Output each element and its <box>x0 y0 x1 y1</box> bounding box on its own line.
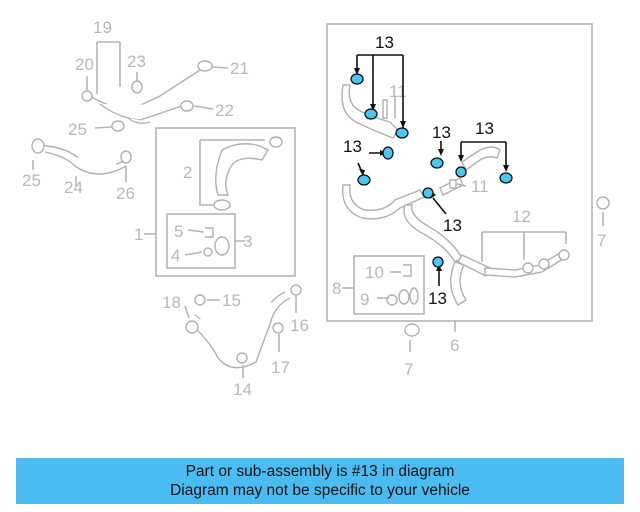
clamp-13-c <box>395 127 409 139</box>
callout-3: 3 <box>243 232 252 251</box>
callout-4: 4 <box>171 246 180 265</box>
clamp-13-e <box>357 174 371 186</box>
callout-7-right: 7 <box>597 231 606 250</box>
banner-line-disclaimer: Diagram may not be specific to your vehi… <box>170 482 470 499</box>
callout-13-right: 13 <box>475 119 494 138</box>
callout-6: 6 <box>450 336 459 355</box>
callout-13-top: 13 <box>375 33 394 52</box>
info-banner: Part or sub-assembly is #13 in diagram D… <box>16 458 624 504</box>
callout-13-left: 13 <box>343 137 362 156</box>
callout-1: 1 <box>134 225 143 244</box>
upper-left-pipe-group <box>31 41 229 186</box>
callout-24: 24 <box>64 178 83 197</box>
callout-22: 22 <box>215 101 234 120</box>
part-7-clamps <box>404 196 610 352</box>
callout-18: 18 <box>162 293 181 312</box>
callout-15: 15 <box>222 291 241 310</box>
callout-25-top: 25 <box>68 120 87 139</box>
callout-2: 2 <box>183 163 192 182</box>
callout-25-bottom: 25 <box>22 171 41 190</box>
clamp-13-f <box>430 157 444 169</box>
box-assembly-1 <box>155 127 296 277</box>
highlighted-part-13 <box>350 54 513 286</box>
callout-16: 16 <box>290 316 309 335</box>
callout-26: 26 <box>116 184 135 203</box>
callout-23: 23 <box>127 52 146 71</box>
clamp-13-j <box>432 256 444 268</box>
callout-11-left: 11 <box>389 82 407 101</box>
callout-21: 21 <box>230 59 249 78</box>
callout-11-right: 11 <box>471 177 489 196</box>
callout-12: 12 <box>512 207 531 226</box>
box-sub-assembly-8 <box>353 255 425 315</box>
callout-9: 9 <box>360 290 369 309</box>
box-1-parts <box>144 136 283 257</box>
callout-14: 14 <box>233 380 252 399</box>
clamp-13-i <box>422 187 434 199</box>
callout-7-bottom: 7 <box>404 360 413 379</box>
callout-17: 17 <box>271 358 290 377</box>
callout-13-middle: 13 <box>443 216 462 235</box>
callout-20: 20 <box>75 55 94 74</box>
clamp-13-d <box>382 146 394 160</box>
callout-13-bottom: 13 <box>428 289 447 308</box>
callout-19: 19 <box>93 18 112 37</box>
lower-left-pipe-group <box>184 284 302 378</box>
callout-13-center: 13 <box>432 123 451 142</box>
callout-8: 8 <box>332 279 341 298</box>
clamp-13-h <box>499 172 513 184</box>
banner-line-part-number: Part or sub-assembly is #13 in diagram <box>185 463 455 480</box>
right-box-gray-parts <box>341 84 570 332</box>
parts-diagram: 19 20 23 21 22 25 25 24 26 2 1 5 4 3 <box>22 18 610 399</box>
clamp-13-a <box>350 73 364 85</box>
clamp-13-b <box>364 108 378 120</box>
box-assembly-6 <box>326 23 593 322</box>
callout-10: 10 <box>365 263 384 282</box>
callout-5: 5 <box>174 222 183 241</box>
clamp-13-g <box>455 166 467 178</box>
